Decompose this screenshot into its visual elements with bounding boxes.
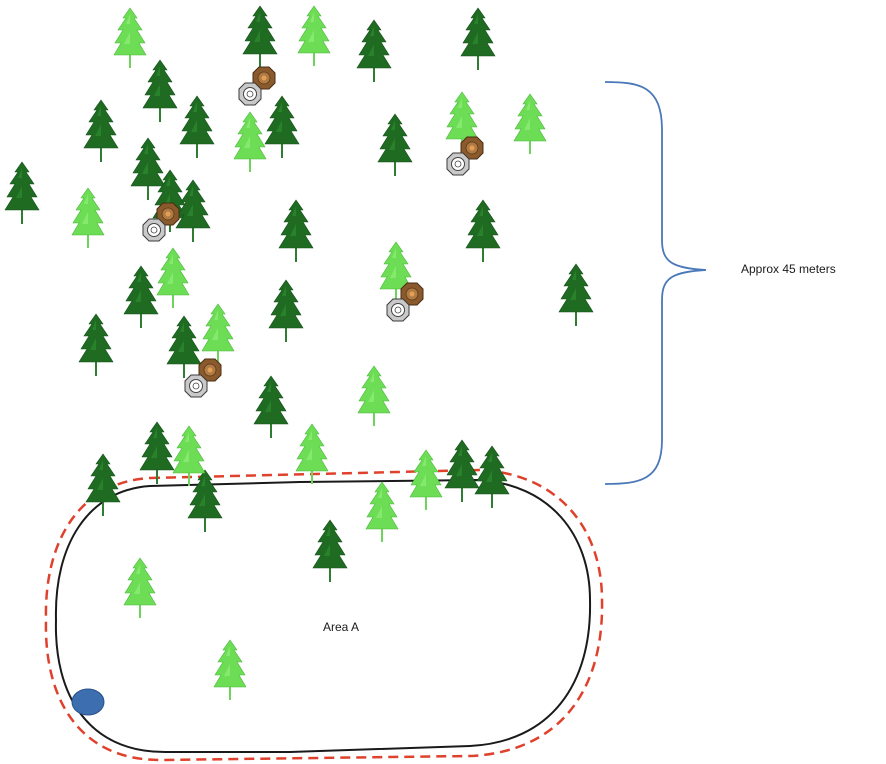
stump-pair-icon bbox=[238, 66, 276, 106]
tree-icon bbox=[409, 449, 443, 511]
tree-icon bbox=[201, 303, 235, 365]
tree-icon bbox=[139, 421, 175, 485]
tree-icon bbox=[465, 199, 501, 263]
tree-icon bbox=[264, 95, 300, 159]
tree-icon bbox=[123, 557, 157, 619]
tree-icon bbox=[83, 99, 119, 163]
tree-icon bbox=[297, 5, 331, 67]
tree-icon bbox=[175, 179, 211, 243]
tree-icon bbox=[113, 7, 147, 69]
area-a-buffer-boundary bbox=[44, 468, 604, 762]
tree-icon bbox=[253, 375, 289, 439]
tree-icon bbox=[356, 19, 392, 83]
tree-icon bbox=[474, 445, 510, 509]
tree-icon bbox=[278, 199, 314, 263]
tree-icon bbox=[365, 481, 399, 543]
tree-icon bbox=[78, 313, 114, 377]
area-a-label: Area A bbox=[323, 620, 360, 634]
tree-icon bbox=[268, 279, 304, 343]
stump-pair-icon bbox=[446, 136, 484, 176]
tree-icon bbox=[513, 93, 547, 155]
stump-pair-icon bbox=[142, 202, 180, 242]
tree-icon bbox=[312, 519, 348, 583]
area-a-boundary bbox=[54, 478, 592, 753]
tree-icon bbox=[357, 365, 391, 427]
distance-bracket bbox=[604, 81, 707, 485]
tree-icon bbox=[460, 7, 496, 71]
tree-icon bbox=[187, 469, 223, 533]
tree-icon bbox=[444, 439, 480, 503]
tree-icon bbox=[233, 111, 267, 173]
pond-icon bbox=[71, 688, 105, 716]
tree-icon bbox=[377, 113, 413, 177]
tree-icon bbox=[142, 59, 178, 123]
tree-icon bbox=[213, 639, 247, 701]
tree-icon bbox=[71, 187, 105, 249]
tree-icon bbox=[156, 247, 190, 309]
tree-icon bbox=[166, 315, 202, 379]
tree-icon bbox=[85, 453, 121, 517]
tree-icon bbox=[179, 95, 215, 159]
tree-icon bbox=[4, 161, 40, 225]
tree-icon bbox=[242, 5, 278, 69]
distance-label: Approx 45 meters bbox=[741, 262, 836, 276]
tree-icon bbox=[123, 265, 159, 329]
tree-icon bbox=[558, 263, 594, 327]
stump-pair-icon bbox=[184, 358, 222, 398]
